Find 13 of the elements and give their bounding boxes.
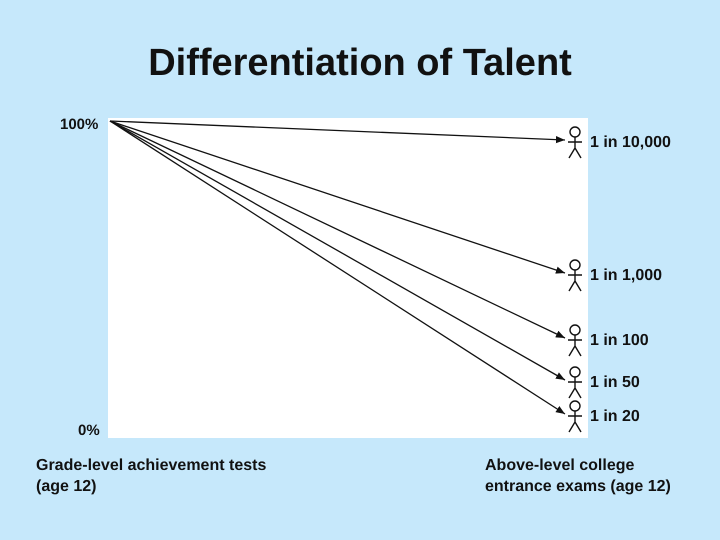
ratio-label: 1 in 10,000 xyxy=(590,134,671,152)
axis-caption: Grade-level achievement tests (age 12) xyxy=(36,456,268,497)
axis-caption: Above-level college entrance exams (age 12) xyxy=(485,456,672,497)
arrow xyxy=(110,120,566,144)
ratio-label: 1 in 1,000 xyxy=(590,267,662,285)
ratio-label: 1 in 50 xyxy=(590,374,640,392)
axis-label: 0% xyxy=(78,422,100,439)
title: Differentiation of Talent xyxy=(147,42,573,85)
axis-label: 100% xyxy=(60,116,98,133)
ratio-label: 1 in 100 xyxy=(590,332,649,350)
arrow xyxy=(110,120,566,274)
arrow xyxy=(110,120,566,339)
ratio-label: 1 in 20 xyxy=(590,408,640,426)
